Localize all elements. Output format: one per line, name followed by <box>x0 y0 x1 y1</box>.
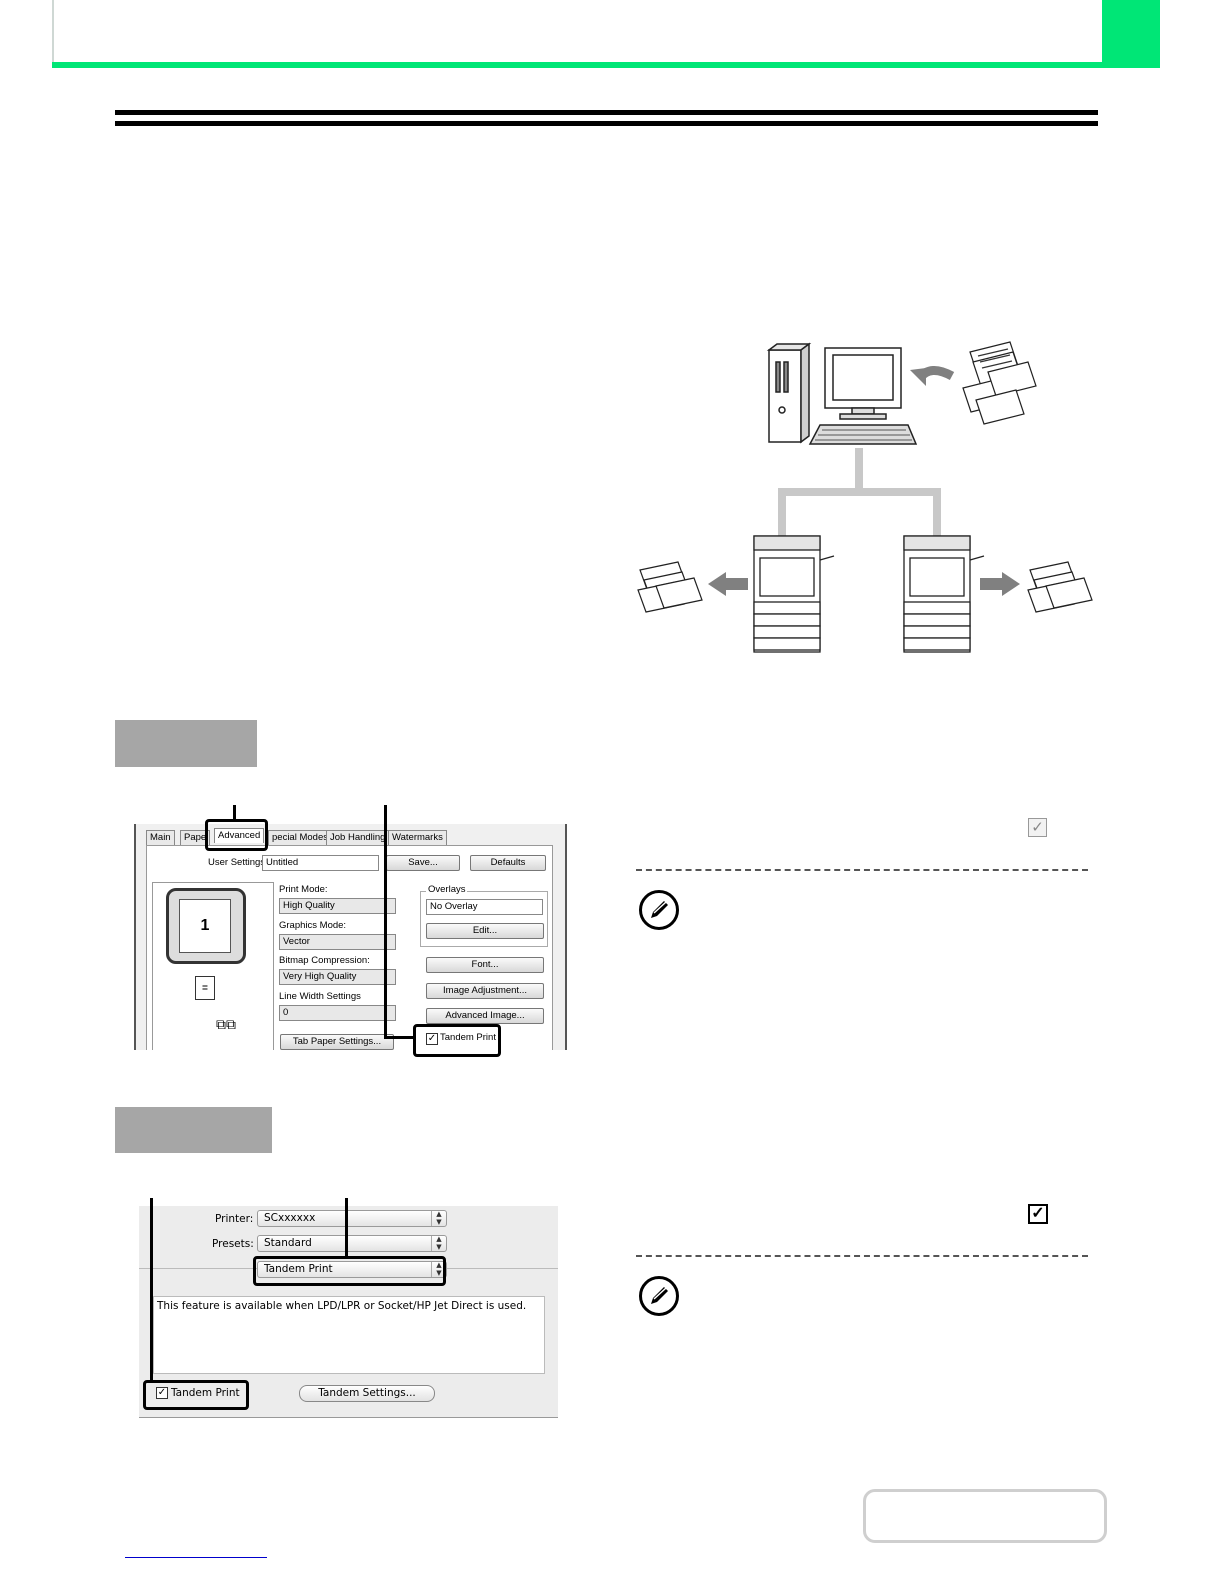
tandem-print-highlight <box>143 1380 249 1410</box>
user-settings-label: User Settings: <box>208 857 268 868</box>
panel-select[interactable]: Tandem Print ▲▼ <box>257 1261 447 1278</box>
footer-link-underline[interactable] <box>125 1557 267 1558</box>
user-settings-select[interactable]: Untitled <box>262 855 379 871</box>
tab-paper[interactable]: Pape <box>180 830 211 845</box>
windows-advanced-tab-screenshot: Main Pape Advanced pecial Modes Job Hand… <box>134 824 567 1050</box>
advanced-image-button[interactable]: Advanced Image... <box>426 1008 544 1024</box>
document-icon: ≣ <box>195 976 215 1000</box>
printer-icon <box>903 535 985 653</box>
info-text-box: This feature is available when LPD/LPR o… <box>153 1296 545 1374</box>
step-1-box <box>115 720 257 767</box>
tandem-print-checkbox[interactable]: ✓ <box>426 1033 438 1045</box>
tab-paper-settings-button[interactable]: Tab Paper Settings... <box>280 1034 394 1050</box>
overlays-select[interactable]: No Overlay <box>426 899 543 915</box>
updown-arrow-icon: ▲▼ <box>431 1235 446 1251</box>
defaults-button[interactable]: Defaults <box>470 855 546 871</box>
document-stack-icon <box>637 561 703 613</box>
image-adjustment-button[interactable]: Image Adjustment... <box>426 983 544 999</box>
presets-select[interactable]: Standard ▲▼ <box>257 1235 447 1252</box>
arrow-right-icon <box>980 572 1020 596</box>
line-width-label: Line Width Settings <box>279 991 361 1002</box>
edit-button[interactable]: Edit... <box>426 923 544 939</box>
callout-line <box>384 1036 414 1039</box>
section-divider <box>636 869 1088 871</box>
tandem-print-label: Tandem Print <box>440 1032 496 1043</box>
tandem-pages-icon: ⧉⧉ <box>216 1016 236 1032</box>
network-lines <box>778 448 941 536</box>
document-stack-icon <box>1027 561 1093 613</box>
arrow-left-icon <box>708 572 748 596</box>
checkbox-checked-gray-icon: ✓ <box>1028 818 1047 837</box>
mac-print-dialog-screenshot: Printer: SCxxxxxx▲▼ Presets: Standard▲▼ … <box>139 1206 558 1418</box>
printer-icon <box>753 535 835 653</box>
tab-special-modes[interactable]: pecial Modes <box>268 830 332 845</box>
bitmap-compression-select[interactable]: Very High Quality <box>279 969 396 985</box>
tandem-print-diagram <box>637 341 1093 653</box>
contents-button[interactable] <box>863 1489 1107 1543</box>
section-divider <box>636 1255 1088 1257</box>
panel-select-highlight <box>253 1256 446 1286</box>
header-accent-bar <box>52 62 1160 68</box>
updown-arrow-icon: ▲▼ <box>431 1210 446 1226</box>
graphics-mode-label: Graphics Mode: <box>279 920 347 931</box>
updown-arrow-icon: ▲▼ <box>431 1261 446 1277</box>
tandem-print-highlight <box>413 1024 501 1057</box>
step-2-box <box>115 1107 272 1153</box>
print-mode-label: Print Mode: <box>279 884 328 895</box>
presets-label: Presets: <box>212 1238 254 1250</box>
tab-watermarks[interactable]: Watermarks <box>388 830 447 845</box>
printer-value: SCxxxxxx <box>264 1212 316 1224</box>
advanced-tab-highlight <box>205 819 268 851</box>
font-button[interactable]: Font... <box>426 957 544 973</box>
title-rule-top <box>115 110 1098 115</box>
line-width-input[interactable]: 0 <box>279 1005 396 1021</box>
graphics-mode-select[interactable]: Vector <box>279 934 396 950</box>
callout-line <box>233 805 236 821</box>
callout-line <box>384 805 387 1038</box>
header-frame <box>52 0 1104 62</box>
tab-advanced[interactable]: Advanced <box>214 828 265 843</box>
presets-value: Standard <box>264 1237 312 1249</box>
callout-line <box>345 1198 348 1259</box>
tandem-settings-button[interactable]: Tandem Settings... <box>299 1385 435 1402</box>
tab-main[interactable]: Main <box>146 830 175 845</box>
page-preview: 1 <box>166 888 246 964</box>
checkbox-checked-icon: ✓ <box>1028 1204 1048 1224</box>
bitmap-compression-label: Bitmap Compression: <box>279 955 370 966</box>
overlays-group <box>420 891 548 947</box>
printer-label: Printer: <box>215 1213 254 1225</box>
print-mode-select[interactable]: High Quality <box>279 898 396 914</box>
tandem-print-checkbox[interactable]: ✓ <box>156 1387 168 1399</box>
overlays-label: Overlays <box>426 884 468 895</box>
panel-value: Tandem Print <box>264 1263 333 1275</box>
document-stack-icon <box>962 341 1037 425</box>
pencil-note-icon <box>639 890 679 930</box>
tab-job-handling[interactable]: Job Handling <box>326 830 390 845</box>
header-accent-tab <box>1102 0 1160 68</box>
callout-line <box>150 1198 153 1382</box>
title-rule-bottom <box>115 121 1098 126</box>
save-button[interactable]: Save... <box>386 855 460 871</box>
printer-select[interactable]: SCxxxxxx ▲▼ <box>257 1210 447 1227</box>
tandem-print-label: Tandem Print <box>171 1387 240 1399</box>
preview-page-number: 1 <box>179 899 231 953</box>
computer-icon <box>766 342 918 445</box>
pencil-note-icon <box>639 1276 679 1316</box>
